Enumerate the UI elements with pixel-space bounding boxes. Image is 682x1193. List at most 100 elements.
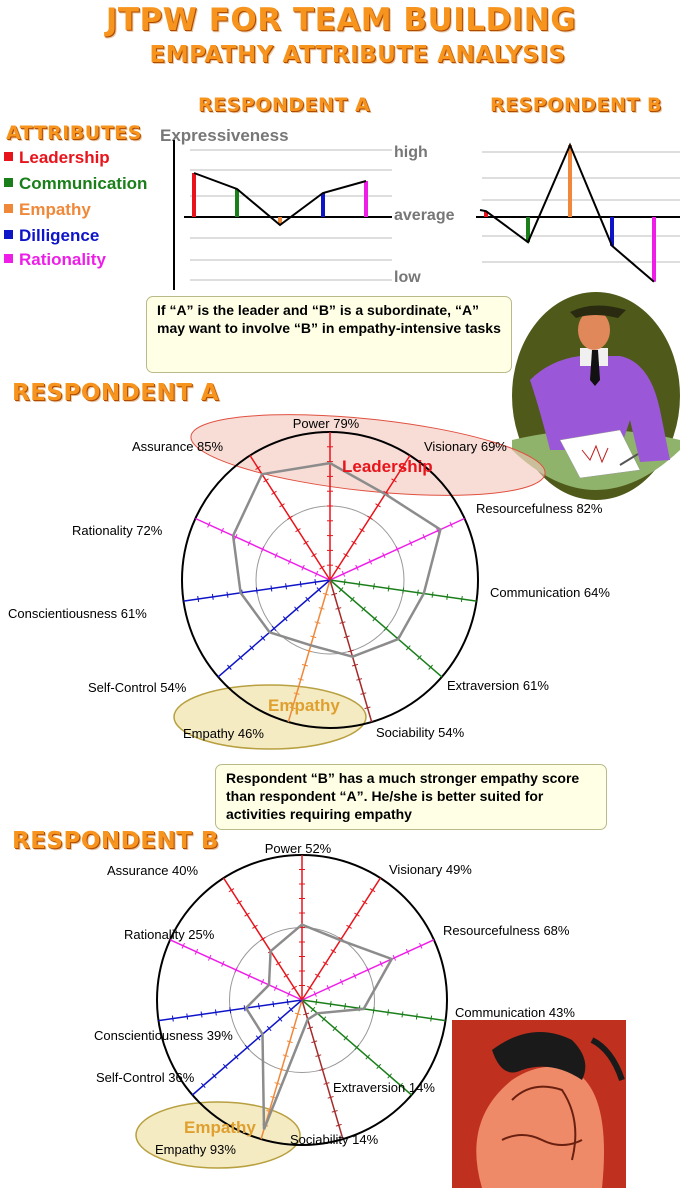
radar-tick <box>428 664 433 670</box>
radar-tick <box>181 942 185 949</box>
radar-tick <box>422 533 426 540</box>
radar-tick <box>367 515 373 520</box>
radar-tick <box>229 1007 232 1014</box>
radar-tick <box>307 985 313 990</box>
radar-tick <box>252 924 258 929</box>
radar-series-polygon <box>231 461 442 659</box>
radar-tick <box>409 540 413 547</box>
radar-tick <box>266 1025 272 1032</box>
radar-tick <box>295 528 301 533</box>
radar-tick <box>383 490 389 495</box>
legend-item-dilligence: Dilligence <box>4 226 147 250</box>
radar-tick <box>351 540 357 545</box>
radar-tick <box>405 645 411 651</box>
radar-tick <box>369 888 376 893</box>
empathy-highlight-label-b: Empathy <box>184 1118 256 1137</box>
radar-tick <box>322 592 329 596</box>
radar-label-conscientiousness: Conscientiousness 39% <box>94 1028 233 1043</box>
radar-tick <box>344 1003 346 1010</box>
radar-tick <box>339 621 346 624</box>
radar-tick <box>415 1013 418 1020</box>
radar-tick <box>207 521 211 528</box>
radar-tick <box>399 465 405 471</box>
radar-tick <box>343 1035 349 1041</box>
radar-label-conscientiousness: Conscientiousness 61% <box>8 606 147 621</box>
radar-tick <box>243 1005 246 1012</box>
radar-tick <box>368 558 373 565</box>
radar-tick <box>226 591 229 598</box>
radar-label-empathy: Empathy 46% <box>183 726 264 741</box>
radar-tick <box>260 635 266 641</box>
radar-tick <box>299 581 302 588</box>
radar-tick <box>398 1082 403 1089</box>
radar-tick <box>247 540 251 547</box>
radar-label-resourcefulness: Resourcefulness 82% <box>476 501 603 516</box>
radar-tick <box>360 692 367 695</box>
radar-tick <box>310 635 317 639</box>
radar-tick <box>222 1063 228 1070</box>
radar-tick <box>272 1001 275 1008</box>
radar-tick <box>343 635 350 639</box>
radar-tick <box>270 585 273 592</box>
radar-tick <box>315 1054 322 1057</box>
radar-label-self-control: Self-Control 54% <box>88 680 187 695</box>
attributes-legend: Leadership Communication Empathy Dillige… <box>4 148 147 274</box>
radar-label-resourcefulness: Resourcefulness 68% <box>443 923 570 938</box>
radar-tick <box>335 565 341 570</box>
radar-tick <box>359 528 365 533</box>
radar-tick <box>315 999 318 1006</box>
radar-label-sociability: Sociability 14% <box>290 1132 379 1147</box>
radar-tick <box>372 1007 375 1014</box>
radar-tick <box>401 1011 404 1018</box>
radar-tick <box>274 1082 281 1085</box>
radar-tick <box>279 503 285 508</box>
radar-tick <box>335 607 342 610</box>
radar-tick <box>392 954 397 961</box>
radar-tick <box>331 1110 338 1113</box>
radar-tick <box>430 1015 433 1022</box>
radar-tick <box>290 1026 297 1030</box>
radar-label-empathy: Empathy 93% <box>155 1142 236 1157</box>
line-chart-respondent-b <box>476 142 680 283</box>
radar-tick <box>330 949 337 954</box>
radar-b-heading: RESPONDENT B <box>12 828 219 854</box>
radar-tick <box>347 649 354 653</box>
radar-tick <box>258 1003 260 1010</box>
radar-chart-respondent-a: Power 79%Visionary 69%Resourcefulness 82… <box>8 414 610 750</box>
radar-tick <box>331 592 338 596</box>
radar-tick <box>278 1068 285 1071</box>
radar-tick <box>319 565 325 570</box>
level-high: high <box>394 144 428 161</box>
radar-tick <box>338 587 344 593</box>
radar-tick <box>244 912 250 917</box>
radar-tick <box>395 546 400 553</box>
radar-tick <box>379 960 383 967</box>
radar-tick <box>354 1044 360 1051</box>
radar-tick <box>271 490 277 495</box>
radar-tick <box>200 1011 203 1018</box>
radar-tick <box>288 1006 294 1013</box>
radar-label-assurance: Assurance 40% <box>107 863 198 878</box>
radar-tick <box>212 1073 217 1079</box>
radar-tick <box>263 478 269 483</box>
radar-label-power: Power 52% <box>265 841 332 856</box>
radar-tick <box>321 1016 327 1022</box>
radar-tick <box>446 593 449 600</box>
line-chart-respondent-a <box>173 140 392 290</box>
legend-item-leadership: Leadership <box>4 148 147 174</box>
radar-tick <box>171 1015 174 1022</box>
series-line <box>479 142 655 283</box>
radar-tick <box>233 1054 239 1060</box>
radar-tick <box>365 1054 371 1060</box>
radar-tick <box>197 595 200 602</box>
radar-tick <box>351 663 359 667</box>
radar-tick <box>449 521 453 528</box>
radar-tick <box>294 606 299 612</box>
radar-tick <box>186 1013 189 1020</box>
businessman-illustration <box>512 292 680 500</box>
callout-leader-subordinate: If “A” is the leader and “B” is a subord… <box>146 296 512 373</box>
radar-tick <box>220 527 224 534</box>
level-average: average <box>394 207 455 224</box>
radar-tick <box>211 593 214 600</box>
empathy-highlight-ellipse <box>173 684 367 750</box>
